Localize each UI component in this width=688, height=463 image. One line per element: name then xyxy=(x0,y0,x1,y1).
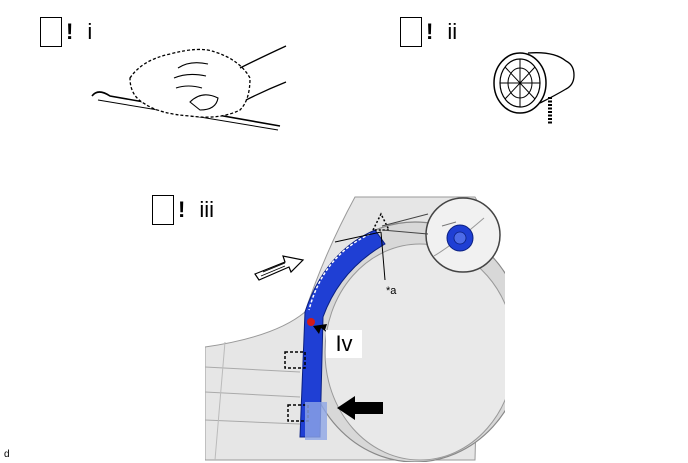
step-3-checkbox xyxy=(152,195,174,225)
step-2-bang: ! xyxy=(426,19,434,44)
push-arrow-icon xyxy=(337,396,383,420)
heat-gun-icon xyxy=(493,52,575,125)
step-2-label: ii xyxy=(447,19,458,44)
wheel-arch-illustration xyxy=(205,196,505,462)
point-label: Iv xyxy=(326,330,362,358)
arrow-label: II xyxy=(364,400,373,417)
step-1-bang: ! xyxy=(66,19,74,44)
cloth-wipe-icon xyxy=(91,45,287,131)
step-3-bang: ! xyxy=(178,197,186,222)
step-3-header: ! iii xyxy=(152,195,214,225)
clip-marker-upper xyxy=(284,351,306,369)
step-1-label: i xyxy=(87,19,93,44)
part-label-a: *a xyxy=(386,285,397,297)
inset-leader xyxy=(381,213,429,235)
step-3-label: iii xyxy=(199,197,214,222)
red-marker xyxy=(307,318,315,326)
step-2-header: ! ii xyxy=(400,17,457,47)
step-1-header: ! i xyxy=(40,17,92,47)
step-2-checkbox xyxy=(400,17,422,47)
figure-code: d xyxy=(4,449,10,460)
detail-inset xyxy=(425,197,501,273)
step-1-checkbox xyxy=(40,17,62,47)
